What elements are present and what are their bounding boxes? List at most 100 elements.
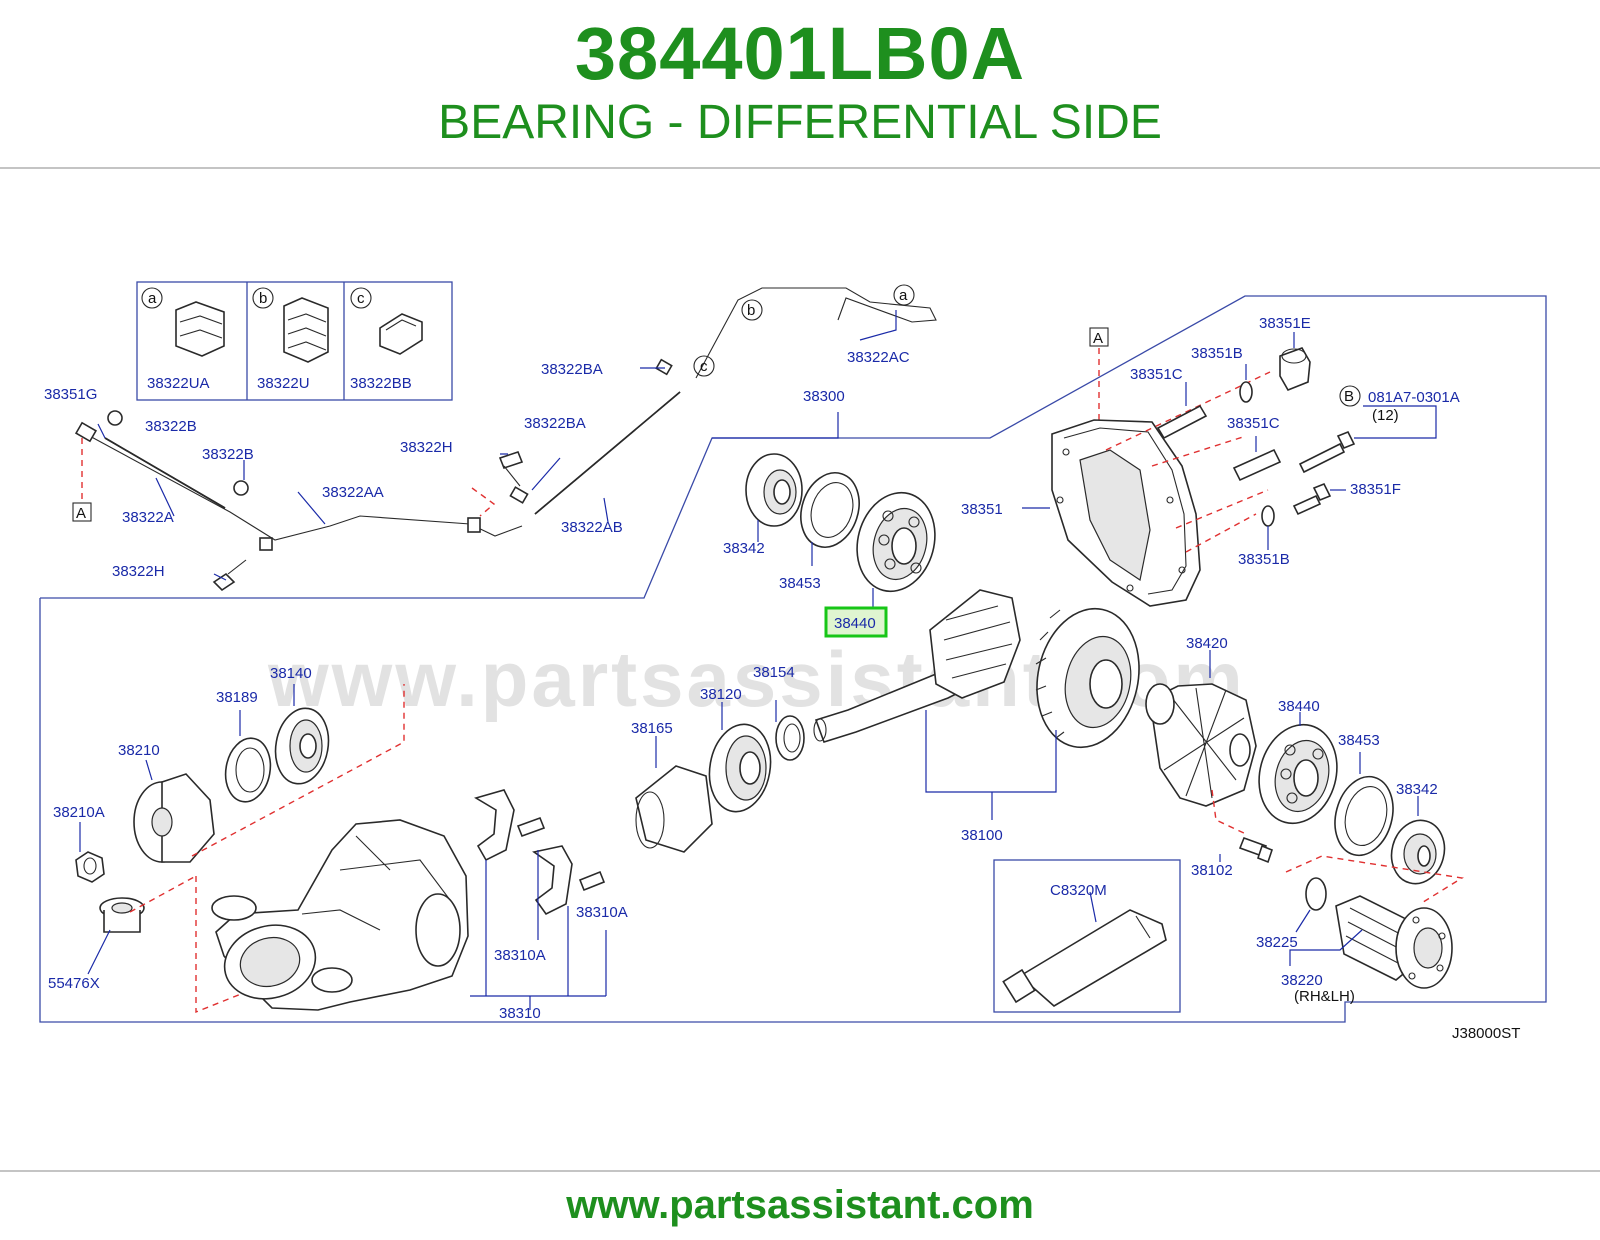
inset-letter-c: c [357,290,365,307]
label-38351G[interactable]: 38351G [44,386,97,403]
label-38420[interactable]: 38420 [1186,635,1228,652]
mount-bushing-55476X[interactable] [99,897,145,933]
label-081A7-0301A[interactable]: 081A7-0301A [1368,389,1460,406]
ref-marker-a-left: A [76,505,86,522]
label-38322AB[interactable]: 38322AB [561,519,623,536]
inset-label-38322UA: 38322UA [147,375,210,392]
label-38310A-1[interactable]: 38310A [494,947,546,964]
bearing-38440-right[interactable] [1248,716,1347,832]
label-38342-right[interactable]: 38342 [1396,781,1438,798]
pin-38351C-bottom[interactable] [1232,448,1282,482]
shim-38453-top[interactable] [792,465,869,555]
label-38440-right[interactable]: 38440 [1278,698,1320,715]
part-description-title: BEARING - DIFFERENTIAL SIDE [438,96,1162,149]
label-38210A[interactable]: 38210A [53,804,105,821]
grease-tube-box [993,859,1181,1013]
label-38351[interactable]: 38351 [961,501,1003,518]
label-38453-1[interactable]: 38453 [779,575,821,592]
label-38342-1[interactable]: 38342 [723,540,765,557]
label-38351F[interactable]: 38351F [1350,481,1401,498]
breather-tube-assembly: b a c A [72,284,937,592]
label-38322B-1[interactable]: 38322B [145,418,197,435]
label-38322AA[interactable]: 38322AA [322,484,384,501]
part-number-title: 384401LB0A [574,12,1026,95]
label-38140[interactable]: 38140 [270,665,312,682]
label-38322B-2[interactable]: 38322B [202,446,254,463]
label-38310A-2[interactable]: 38310A [576,904,628,921]
label-38351C-2[interactable]: 38351C [1227,415,1280,432]
tube-callout-b: b [747,302,755,319]
inset-clip-b[interactable]: b 38322U [252,287,329,392]
drive-pinion-38100[interactable] [813,589,1021,743]
side-bearing-38342-right[interactable] [1385,814,1452,889]
label-C8320M[interactable]: C8320M [1050,882,1107,899]
inset-letter-b: b [259,290,267,307]
inset-label-38322BB: 38322BB [350,375,412,392]
label-38351B-1[interactable]: 38351B [1191,345,1243,362]
label-38351B-2[interactable]: 38351B [1238,551,1290,568]
label-38322A[interactable]: 38322A [122,509,174,526]
label-38189[interactable]: 38189 [216,689,258,706]
highlighted-part-38440[interactable]: 38440 [824,606,888,638]
bolt-081A7-0301A[interactable] [1298,430,1356,474]
mount-bracket-38310A-2[interactable] [532,845,573,916]
washer-38351B-bottom[interactable] [1261,505,1275,527]
assembly-frame-outer [39,295,1547,1023]
bolt-38102[interactable] [1238,836,1273,864]
collapsible-spacer-38154[interactable] [775,715,805,761]
label-38322AC[interactable]: 38322AC [847,349,910,366]
label-38120[interactable]: 38120 [700,686,742,703]
label-38453-right[interactable]: 38453 [1338,732,1380,749]
label-38351E[interactable]: 38351E [1259,315,1311,332]
label-38300[interactable]: 38300 [803,388,845,405]
label-38322BA-2[interactable]: 38322BA [524,415,586,432]
clip-inset-box: a 38322UA b 38322U c 38322BB [136,281,453,401]
pinion-bearing-38120[interactable] [703,719,777,816]
label-38100[interactable]: 38100 [961,827,1003,844]
label-38165[interactable]: 38165 [631,720,673,737]
label-38102[interactable]: 38102 [1191,862,1233,879]
differential-carrier-housing[interactable] [211,819,469,1011]
bolt-marker-b: B [1344,388,1354,405]
bearing-38140[interactable] [270,704,334,788]
companion-flange-38210[interactable] [133,773,215,863]
rear-cover-38351[interactable] [1051,419,1201,607]
bearing-38440-top[interactable] [846,484,945,600]
pinion-bearing-38342-top[interactable] [745,453,803,527]
nut-38210A[interactable] [75,851,105,883]
label-38322H-1[interactable]: 38322H [400,439,453,456]
pin-38351C-top[interactable] [1156,404,1208,440]
differential-case-38420[interactable] [1145,683,1257,807]
label-38210[interactable]: 38210 [118,742,160,759]
oil-seal-38165[interactable] [635,765,713,853]
label-38322BA-1[interactable]: 38322BA [541,361,603,378]
header-divider [0,167,1600,169]
label-38154[interactable]: 38154 [753,664,795,681]
page-header: 384401LB0A BEARING - DIFFERENTIAL SIDE [0,0,1600,168]
side-flange-38220[interactable] [1335,895,1453,989]
oring-38225[interactable] [1305,877,1327,911]
inset-letter-a: a [148,290,157,307]
label-38310[interactable]: 38310 [499,1005,541,1022]
label-55476X[interactable]: 55476X [48,975,100,992]
washer-38351B-top[interactable] [1239,381,1253,403]
diagram-code: J38000ST [1452,1025,1520,1042]
plug-38351E[interactable] [1279,347,1311,392]
bolt-38351F[interactable] [1292,482,1332,516]
label-38220[interactable]: 38220 [1281,972,1323,989]
label-38322H-2[interactable]: 38322H [112,563,165,580]
label-38440-highlighted[interactable]: 38440 [834,615,876,632]
inset-clip-a[interactable]: a 38322UA [141,287,225,392]
ref-marker-a-right: A [1093,330,1103,347]
inset-clip-c[interactable]: c 38322BB [350,287,423,392]
shim-38453-right[interactable] [1327,770,1402,862]
mount-bracket-38310A-1[interactable] [474,789,515,862]
footer-website-url[interactable]: www.partsassistant.com [566,1183,1034,1227]
label-qty-12: (12) [1372,407,1399,424]
label-rh-lh: (RH&LH) [1294,988,1355,1005]
label-38225[interactable]: 38225 [1256,934,1298,951]
label-38351C-1[interactable]: 38351C [1130,366,1183,383]
oil-seal-38189[interactable] [221,735,275,806]
ring-gear-38100[interactable] [1025,599,1152,757]
tube-callout-c: c [700,358,708,375]
